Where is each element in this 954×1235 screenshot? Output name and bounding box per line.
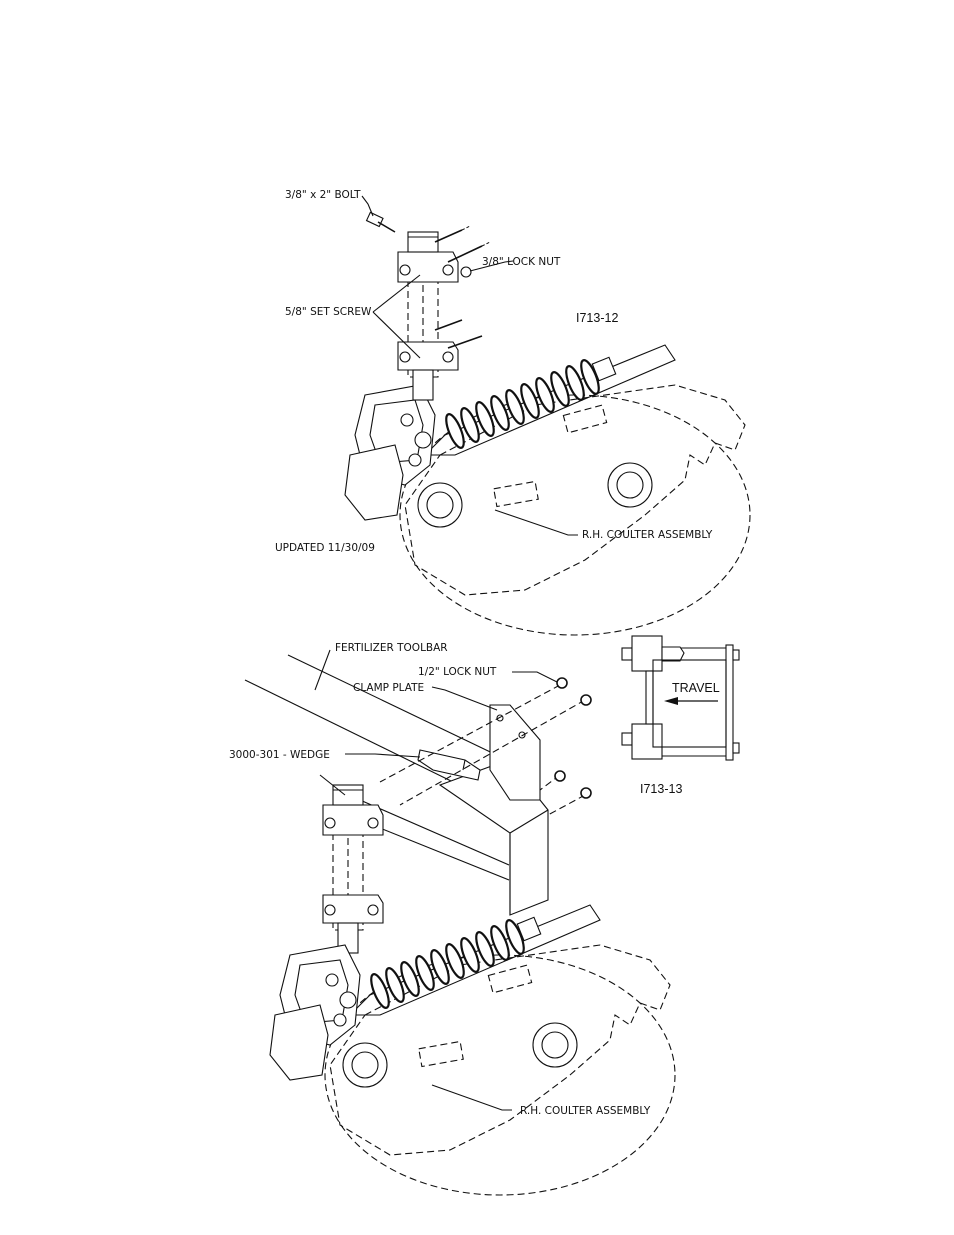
toolbar-label: FERTILIZER TOOLBAR (335, 642, 448, 654)
wedge-label: 3000-301 - WEDGE (229, 749, 330, 761)
drawing-number-2: I713-13 (640, 782, 682, 796)
set-screw-label: 5/8" SET SCREW (285, 306, 372, 318)
bolt-label: 3/8" x 2" BOLT (285, 189, 361, 201)
updated-date-label: UPDATED 11/30/09 (275, 542, 375, 554)
coulter-label-2: R.H. COULTER ASSEMBLY (520, 1105, 651, 1117)
diagram2-toolbar-assembly: FERTILIZER TOOLBAR 1/2" LOCK NUT CLAMP P… (229, 642, 675, 1195)
half-inch-lock-nut-label: 1/2" LOCK NUT (418, 666, 497, 678)
diagram1-mounting-assembly: 3/8" x 2" BOLT 3/8" LOCK NUT 5/8" SET SC… (275, 189, 750, 635)
drawing-number-1: I713-12 (576, 311, 618, 325)
clamp-plate-label: CLAMP PLATE (353, 682, 424, 694)
travel-inset-top-view: TRAVEL I713-13 (622, 636, 739, 796)
coulter-label-1: R.H. COULTER ASSEMBLY (582, 529, 713, 541)
travel-label: TRAVEL (672, 681, 720, 695)
lock-nut-label: 3/8" LOCK NUT (482, 256, 561, 268)
